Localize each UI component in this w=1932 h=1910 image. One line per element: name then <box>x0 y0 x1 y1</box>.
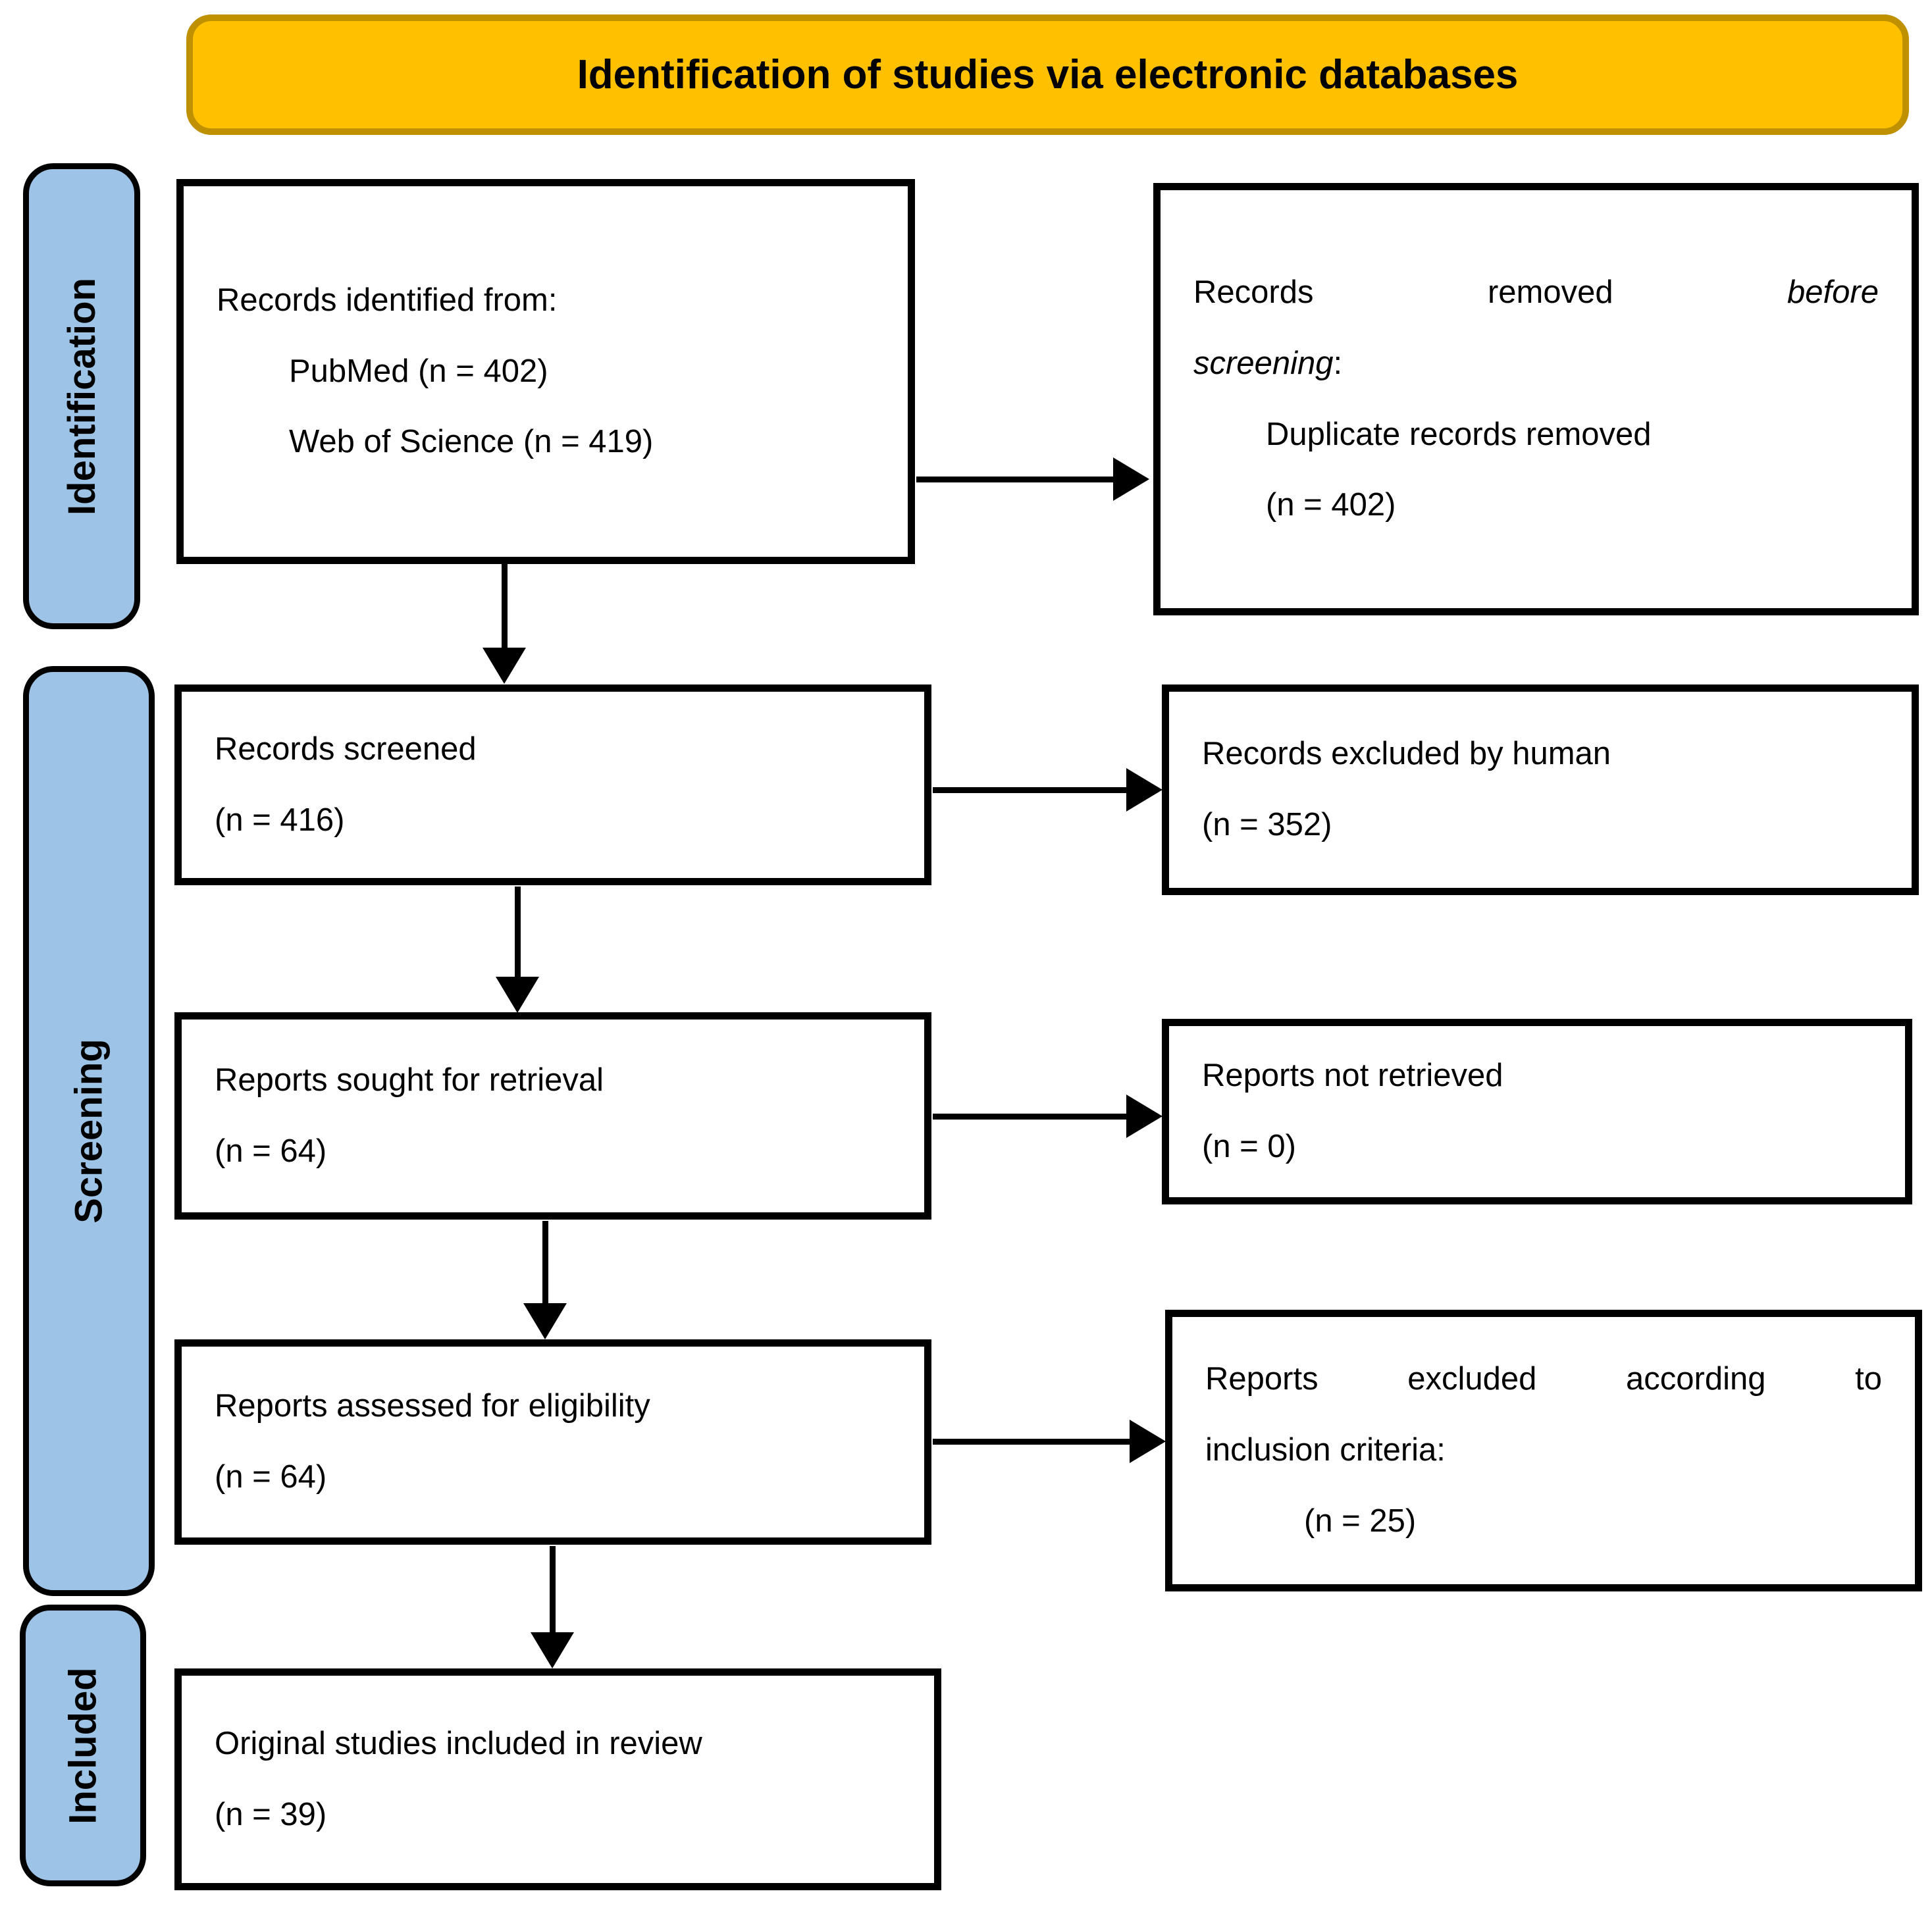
box-records-screened: Records screened (n = 416) <box>174 684 931 885</box>
box-records-identified: Records identified from: PubMed (n = 402… <box>176 179 915 564</box>
stage-label-identification: Identification <box>23 163 140 629</box>
arrow-down-screened-to-sought <box>496 887 539 1013</box>
box-records-excluded-by-human: Records excluded by human (n = 352) <box>1162 684 1919 895</box>
box-records-removed-before-screening: Records removed before screening: Duplic… <box>1153 183 1919 615</box>
studies-included-title: Original studies included in review <box>215 1725 702 1761</box>
box-reports-not-retrieved: Reports not retrieved (n = 0) <box>1162 1019 1912 1204</box>
box-reports-sought-for-retrieval: Reports sought for retrieval (n = 64) <box>174 1012 931 1220</box>
arrow-right-assessed-to-excluded <box>933 1420 1166 1463</box>
box-reports-excluded-inclusion-criteria: Reports excluded according to inclusion … <box>1165 1310 1922 1591</box>
records-identified-wos: Web of Science (n = 419) <box>289 424 654 460</box>
reports-sought-title: Reports sought for retrieval <box>215 1062 604 1098</box>
stage-label-identification-text: Identification <box>60 277 103 515</box>
arrow-down-sought-to-assessed <box>523 1221 567 1339</box>
records-removed-word1: Records <box>1193 274 1314 310</box>
arrow-right-identified-to-removed <box>916 457 1149 501</box>
records-removed-count: (n = 402) <box>1266 487 1396 523</box>
reports-excluded-count: (n = 25) <box>1304 1503 1417 1539</box>
records-removed-word2: removed <box>1487 274 1613 310</box>
reports-assessed-title: Reports assessed for eligibility <box>215 1388 650 1424</box>
records-excluded-count: (n = 352) <box>1202 807 1332 842</box>
records-screened-title: Records screened <box>215 731 477 767</box>
box-reports-assessed-for-eligibility: Reports assessed for eligibility (n = 64… <box>174 1339 931 1545</box>
arrow-right-screened-to-excluded <box>933 768 1162 812</box>
arrow-right-sought-to-not-retrieved <box>933 1095 1162 1138</box>
reports-sought-count: (n = 64) <box>215 1133 327 1169</box>
reports-assessed-count: (n = 64) <box>215 1459 327 1495</box>
reports-excluded-line1: Reports excluded according to <box>1205 1344 1882 1415</box>
arrow-down-assessed-to-included <box>531 1546 574 1668</box>
records-removed-line1: Records removed before <box>1193 257 1879 328</box>
records-identified-title: Records identified from: <box>217 282 558 318</box>
header-banner: Identification of studies via electronic… <box>186 14 1909 135</box>
arrow-down-identified-to-screened <box>483 564 526 684</box>
records-removed-colon: : <box>1333 345 1343 381</box>
records-removed-line2: screening: <box>1193 328 1879 400</box>
records-screened-count: (n = 416) <box>215 802 345 838</box>
reports-not-retrieved-count: (n = 0) <box>1202 1129 1296 1164</box>
box-original-studies-included: Original studies included in review (n =… <box>174 1668 941 1890</box>
reports-excluded-word1: Reports <box>1205 1361 1318 1397</box>
stage-label-screening-text: Screening <box>67 1039 111 1224</box>
records-excluded-title: Records excluded by human <box>1202 736 1611 772</box>
reports-not-retrieved-title: Reports not retrieved <box>1202 1058 1503 1094</box>
records-removed-screening-word: screening <box>1193 345 1334 381</box>
studies-included-count: (n = 39) <box>215 1796 327 1832</box>
header-title: Identification of studies via electronic… <box>577 52 1519 97</box>
reports-excluded-line2: inclusion criteria: <box>1205 1432 1446 1468</box>
reports-excluded-word2: excluded <box>1407 1361 1537 1397</box>
stage-label-included: Included <box>20 1605 146 1886</box>
reports-excluded-word3: according <box>1626 1361 1766 1397</box>
records-identified-pubmed: PubMed (n = 402) <box>289 353 548 389</box>
records-removed-word3: before <box>1787 274 1879 310</box>
stage-label-included-text: Included <box>61 1666 105 1824</box>
reports-excluded-word4: to <box>1855 1361 1882 1397</box>
stage-label-screening: Screening <box>23 666 155 1596</box>
records-removed-duplicates: Duplicate records removed <box>1266 416 1652 452</box>
